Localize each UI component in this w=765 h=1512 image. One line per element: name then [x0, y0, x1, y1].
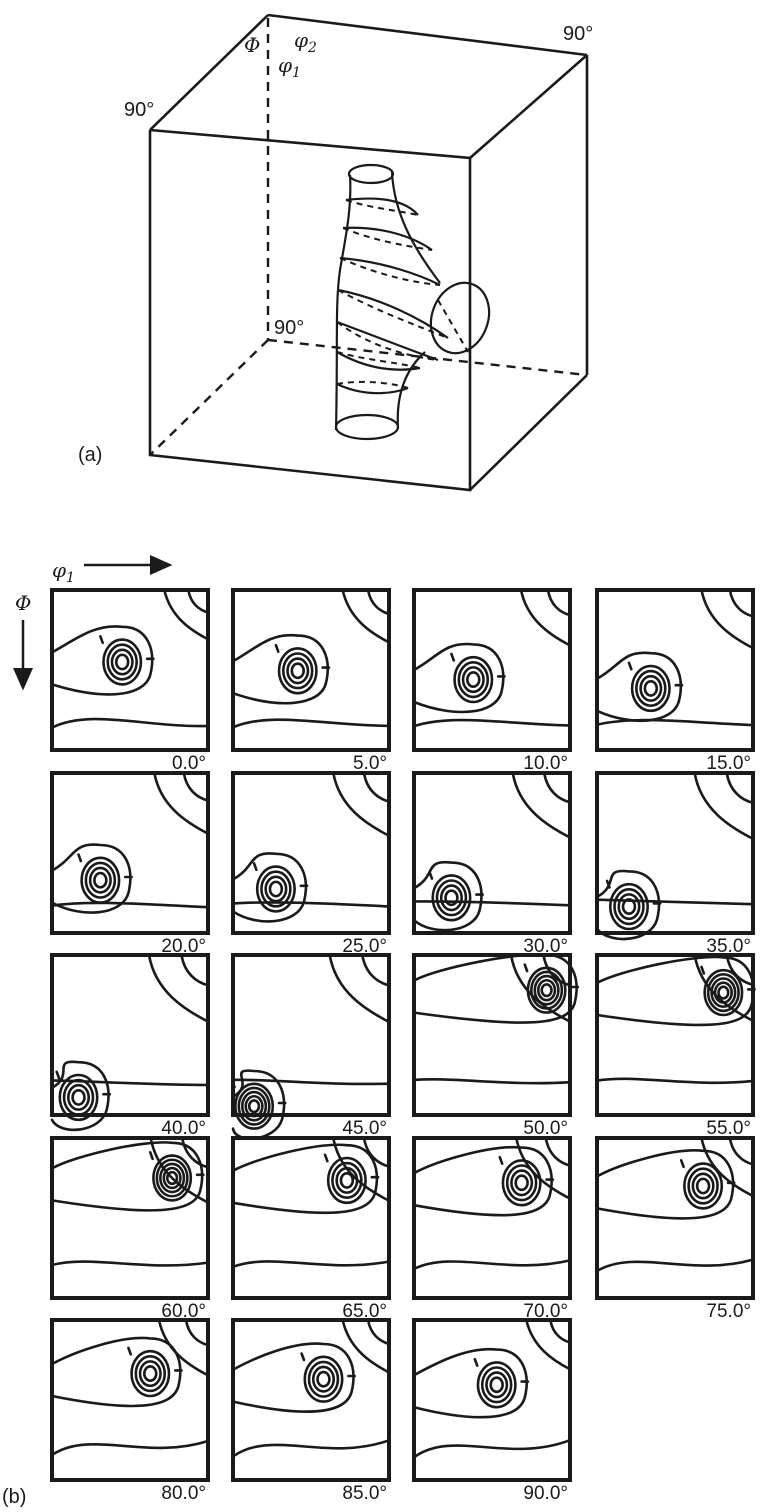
- section-contours: [597, 773, 753, 939]
- section-cell: 10.0°: [414, 590, 570, 774]
- section-cell: 40.0°: [52, 955, 208, 1139]
- section-angle-label: 55.0°: [706, 1118, 751, 1139]
- corner-label-top-right: 90°: [563, 23, 593, 45]
- section-contours: [233, 773, 389, 921]
- corner-label-left: 90°: [124, 99, 154, 121]
- section-cell: 85.0°: [233, 1320, 389, 1504]
- section-frame: [50, 588, 210, 752]
- section-angle-label: 65.0°: [342, 1301, 387, 1322]
- section-contours: [52, 955, 208, 1130]
- section-contours: [597, 1138, 753, 1271]
- section-frame: [231, 953, 391, 1117]
- section-frame: [50, 771, 210, 935]
- section-contours: [52, 1138, 208, 1265]
- phi-direction-label: Φ: [15, 591, 31, 615]
- section-frame: [231, 1318, 391, 1482]
- section-cell: 5.0°: [233, 590, 389, 774]
- section-cell: 50.0°: [414, 955, 578, 1139]
- section-cell: 55.0°: [597, 955, 755, 1139]
- section-contours: [233, 1138, 389, 1267]
- section-frame: [595, 588, 755, 752]
- section-cell: 75.0°: [597, 1138, 753, 1322]
- orientation-tube: [334, 163, 491, 441]
- section-cell: 90.0°: [414, 1320, 570, 1504]
- section-angle-label: 60.0°: [161, 1301, 206, 1322]
- section-cell: 70.0°: [414, 1138, 570, 1322]
- section-frame: [231, 1136, 391, 1300]
- section-angle-label: 20.0°: [161, 936, 206, 957]
- phi2-axis-label: φ2: [294, 28, 317, 56]
- section-contours: [52, 773, 208, 913]
- section-angle-label: 10.0°: [523, 753, 568, 774]
- section-frame: [412, 1136, 572, 1300]
- section-contours: [597, 590, 753, 725]
- euler-space-cube: Φ φ2 φ1 90° 90° 90° (a): [78, 13, 593, 492]
- section-angle-label: 85.0°: [342, 1483, 387, 1504]
- section-angle-label: 40.0°: [161, 1118, 206, 1139]
- section-frame: [412, 1318, 572, 1482]
- section-contours: [232, 955, 389, 1139]
- section-frame: [595, 771, 755, 935]
- section-contours: [233, 1320, 389, 1456]
- section-contours: [52, 1320, 208, 1455]
- section-frame: [595, 1136, 755, 1300]
- section-contours: [414, 773, 570, 930]
- section-frame: [50, 1136, 210, 1300]
- section-contours: [597, 955, 755, 1083]
- section-angle-label: 50.0°: [523, 1118, 568, 1139]
- section-frame: [412, 953, 572, 1117]
- section-angle-label: 70.0°: [523, 1301, 568, 1322]
- phi1-axis-label: φ1: [278, 53, 301, 81]
- section-angle-label: 75.0°: [706, 1301, 751, 1322]
- section-frame: [595, 953, 755, 1117]
- odf-sections-grid: 0.0° 5.0° 10.0° 15.0° 20.0° 25.0° 30.0° 35.0° 40…: [52, 590, 755, 1504]
- section-contours: [52, 590, 208, 728]
- section-angle-label: 5.0°: [353, 753, 387, 774]
- section-cell: 0.0°: [52, 590, 208, 774]
- section-frame: [231, 588, 391, 752]
- section-angle-label: 15.0°: [706, 753, 751, 774]
- section-angle-label: 0.0°: [172, 753, 206, 774]
- section-frame: [50, 1318, 210, 1482]
- section-axes: φ1 Φ: [13, 555, 173, 691]
- section-cell: 20.0°: [52, 773, 208, 957]
- section-frame: [50, 953, 210, 1117]
- section-contours: [233, 590, 389, 727]
- section-cell: 25.0°: [233, 773, 389, 957]
- section-angle-label: 35.0°: [706, 936, 751, 957]
- section-angle-label: 45.0°: [342, 1118, 387, 1139]
- section-angle-label: 30.0°: [523, 936, 568, 957]
- section-cell: 35.0°: [597, 773, 753, 957]
- section-cell: 15.0°: [597, 590, 753, 774]
- section-angle-label: 25.0°: [342, 936, 387, 957]
- phi-axis-label: Φ: [244, 33, 260, 57]
- section-contours: [414, 955, 578, 1084]
- section-contours: [414, 1320, 570, 1457]
- part-b-label: (b): [2, 1486, 26, 1508]
- section-contours: [414, 1138, 570, 1269]
- section-cell: 65.0°: [233, 1138, 389, 1322]
- section-angle-label: 90.0°: [523, 1483, 568, 1504]
- section-frame: [231, 771, 391, 935]
- section-cell: 45.0°: [232, 955, 389, 1139]
- section-cell: 60.0°: [52, 1138, 208, 1322]
- corner-label-inner: 90°: [274, 317, 304, 339]
- section-cell: 80.0°: [52, 1320, 208, 1504]
- section-contours: [414, 590, 570, 726]
- section-angle-label: 80.0°: [161, 1483, 206, 1504]
- section-cell: 30.0°: [414, 773, 570, 957]
- part-a-label: (a): [78, 444, 102, 466]
- section-frame: [412, 771, 572, 935]
- phi1-direction-label: φ1: [52, 558, 75, 586]
- section-frame: [412, 588, 572, 752]
